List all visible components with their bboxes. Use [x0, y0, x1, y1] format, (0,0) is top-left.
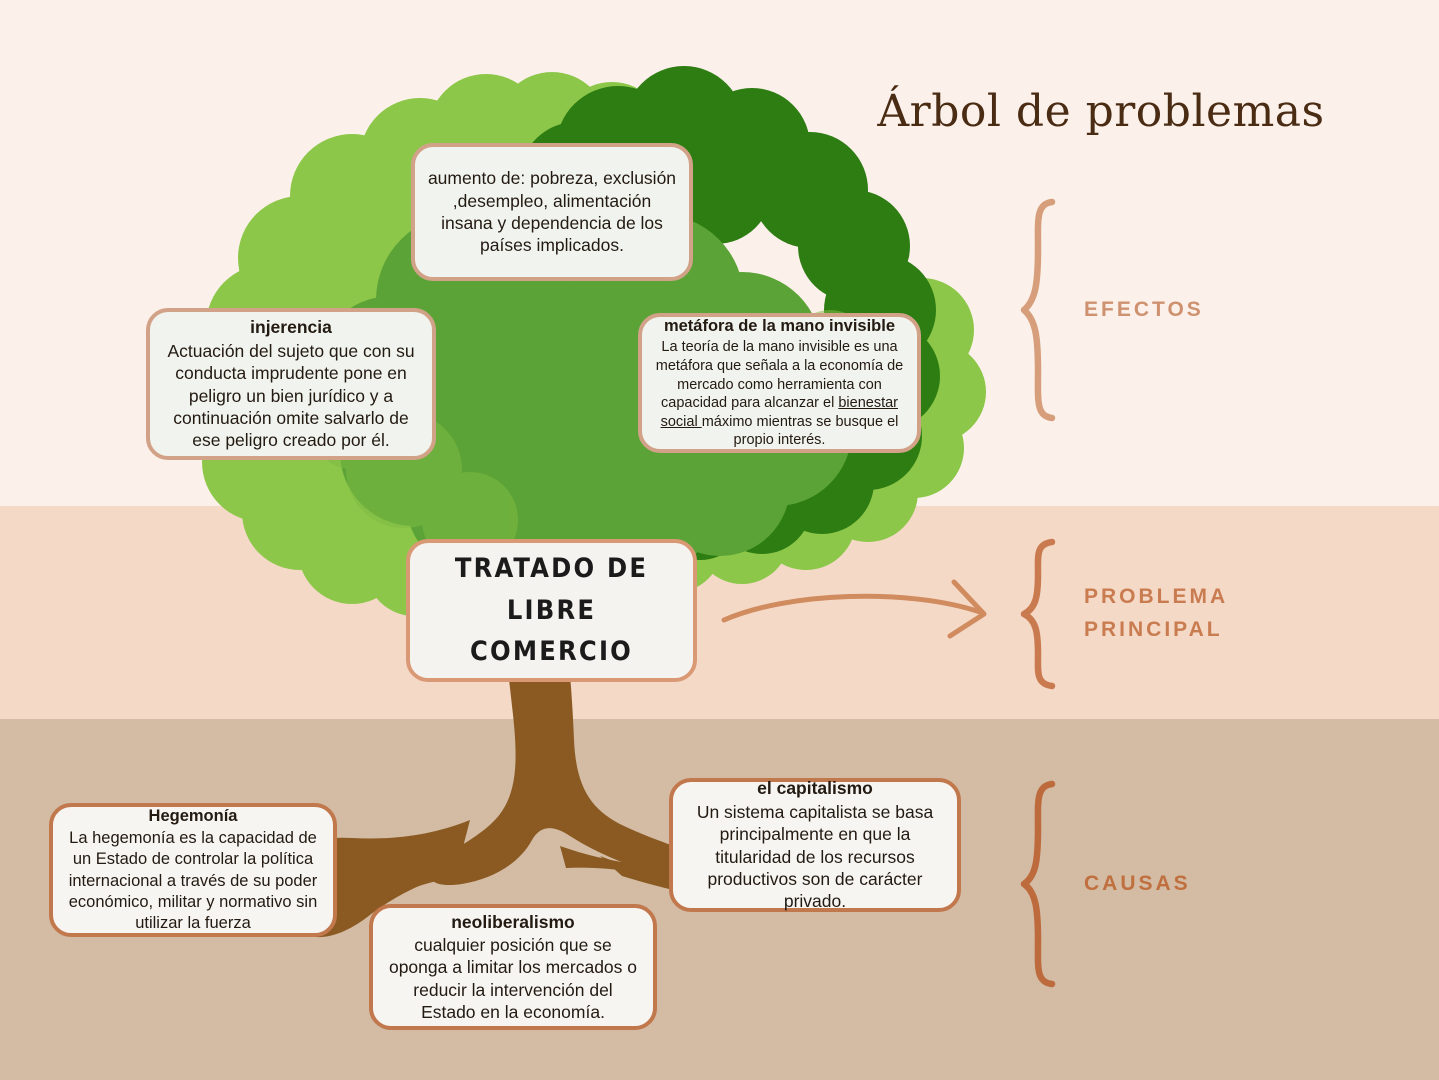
brace-efectos-icon: [1020, 198, 1056, 422]
main-problem-card[interactable]: TRATADO DE LIBRE COMERCIO: [406, 539, 697, 682]
cause-card-hegemonia[interactable]: Hegemonía La hegemonía es la capacidad d…: [49, 803, 337, 937]
metafora-text-part2: máximo mientras se busque el propio inte…: [701, 413, 899, 449]
effect-card-metafora[interactable]: metáfora de la mano invisible La teoría …: [638, 313, 921, 453]
cause-card-capitalismo[interactable]: el capitalismo Un sistema capitalista se…: [669, 778, 961, 912]
cause-card-hegemonia-title: Hegemonía: [148, 807, 238, 826]
legend-efectos: EFECTOS: [1018, 196, 1204, 424]
effect-card-aumento-body: aumento de: pobreza, exclusión ,desemple…: [427, 168, 677, 256]
effect-card-metafora-body: La teoría de la mano invisible es una me…: [654, 338, 905, 449]
legend-problema-principal: PROBLEMA PRINCIPAL: [1018, 536, 1228, 692]
cause-card-capitalismo-title: el capitalismo: [757, 778, 873, 799]
legend-causas: CAUSAS: [1018, 778, 1191, 990]
effect-card-injerencia[interactable]: injerencia Actuación del sujeto que con …: [146, 308, 436, 460]
legend-problema-principal-label: PROBLEMA PRINCIPAL: [1084, 585, 1229, 641]
cause-card-neoliberalismo-body: cualquier posición que se oponga a limit…: [388, 934, 638, 1023]
legend-efectos-label: EFECTOS: [1084, 297, 1204, 321]
brace-causas-icon: [1020, 780, 1056, 988]
cause-card-hegemonia-body: La hegemonía es la capacidad de un Estad…: [68, 829, 318, 932]
main-problem-label: TRATADO DE LIBRE COMERCIO: [454, 552, 649, 668]
effect-card-metafora-title: metáfora de la mano invisible: [663, 317, 896, 336]
cause-card-capitalismo-body: Un sistema capitalista se basa principal…: [696, 801, 934, 912]
metafora-text-part1: La teoría de la mano invisible es una me…: [655, 339, 904, 412]
brace-problema-principal-icon: [1020, 538, 1056, 690]
cause-card-neoliberalismo[interactable]: neoliberalismo cualquier posición que se…: [369, 904, 657, 1030]
metafora-link-bienestar-social[interactable]: bienestar social: [660, 395, 898, 430]
legend-causas-label: CAUSAS: [1084, 871, 1191, 895]
cause-card-neoliberalismo-title: neoliberalismo: [451, 911, 575, 932]
page-title: Árbol de problemas: [877, 86, 1325, 137]
arrow-to-problem-principal: [721, 579, 987, 639]
effect-card-injerencia-body: Actuación del sujeto que con su conducta…: [167, 340, 415, 451]
effect-card-injerencia-title: injerencia: [250, 317, 332, 338]
effect-card-aumento[interactable]: aumento de: pobreza, exclusión ,desemple…: [411, 143, 693, 281]
